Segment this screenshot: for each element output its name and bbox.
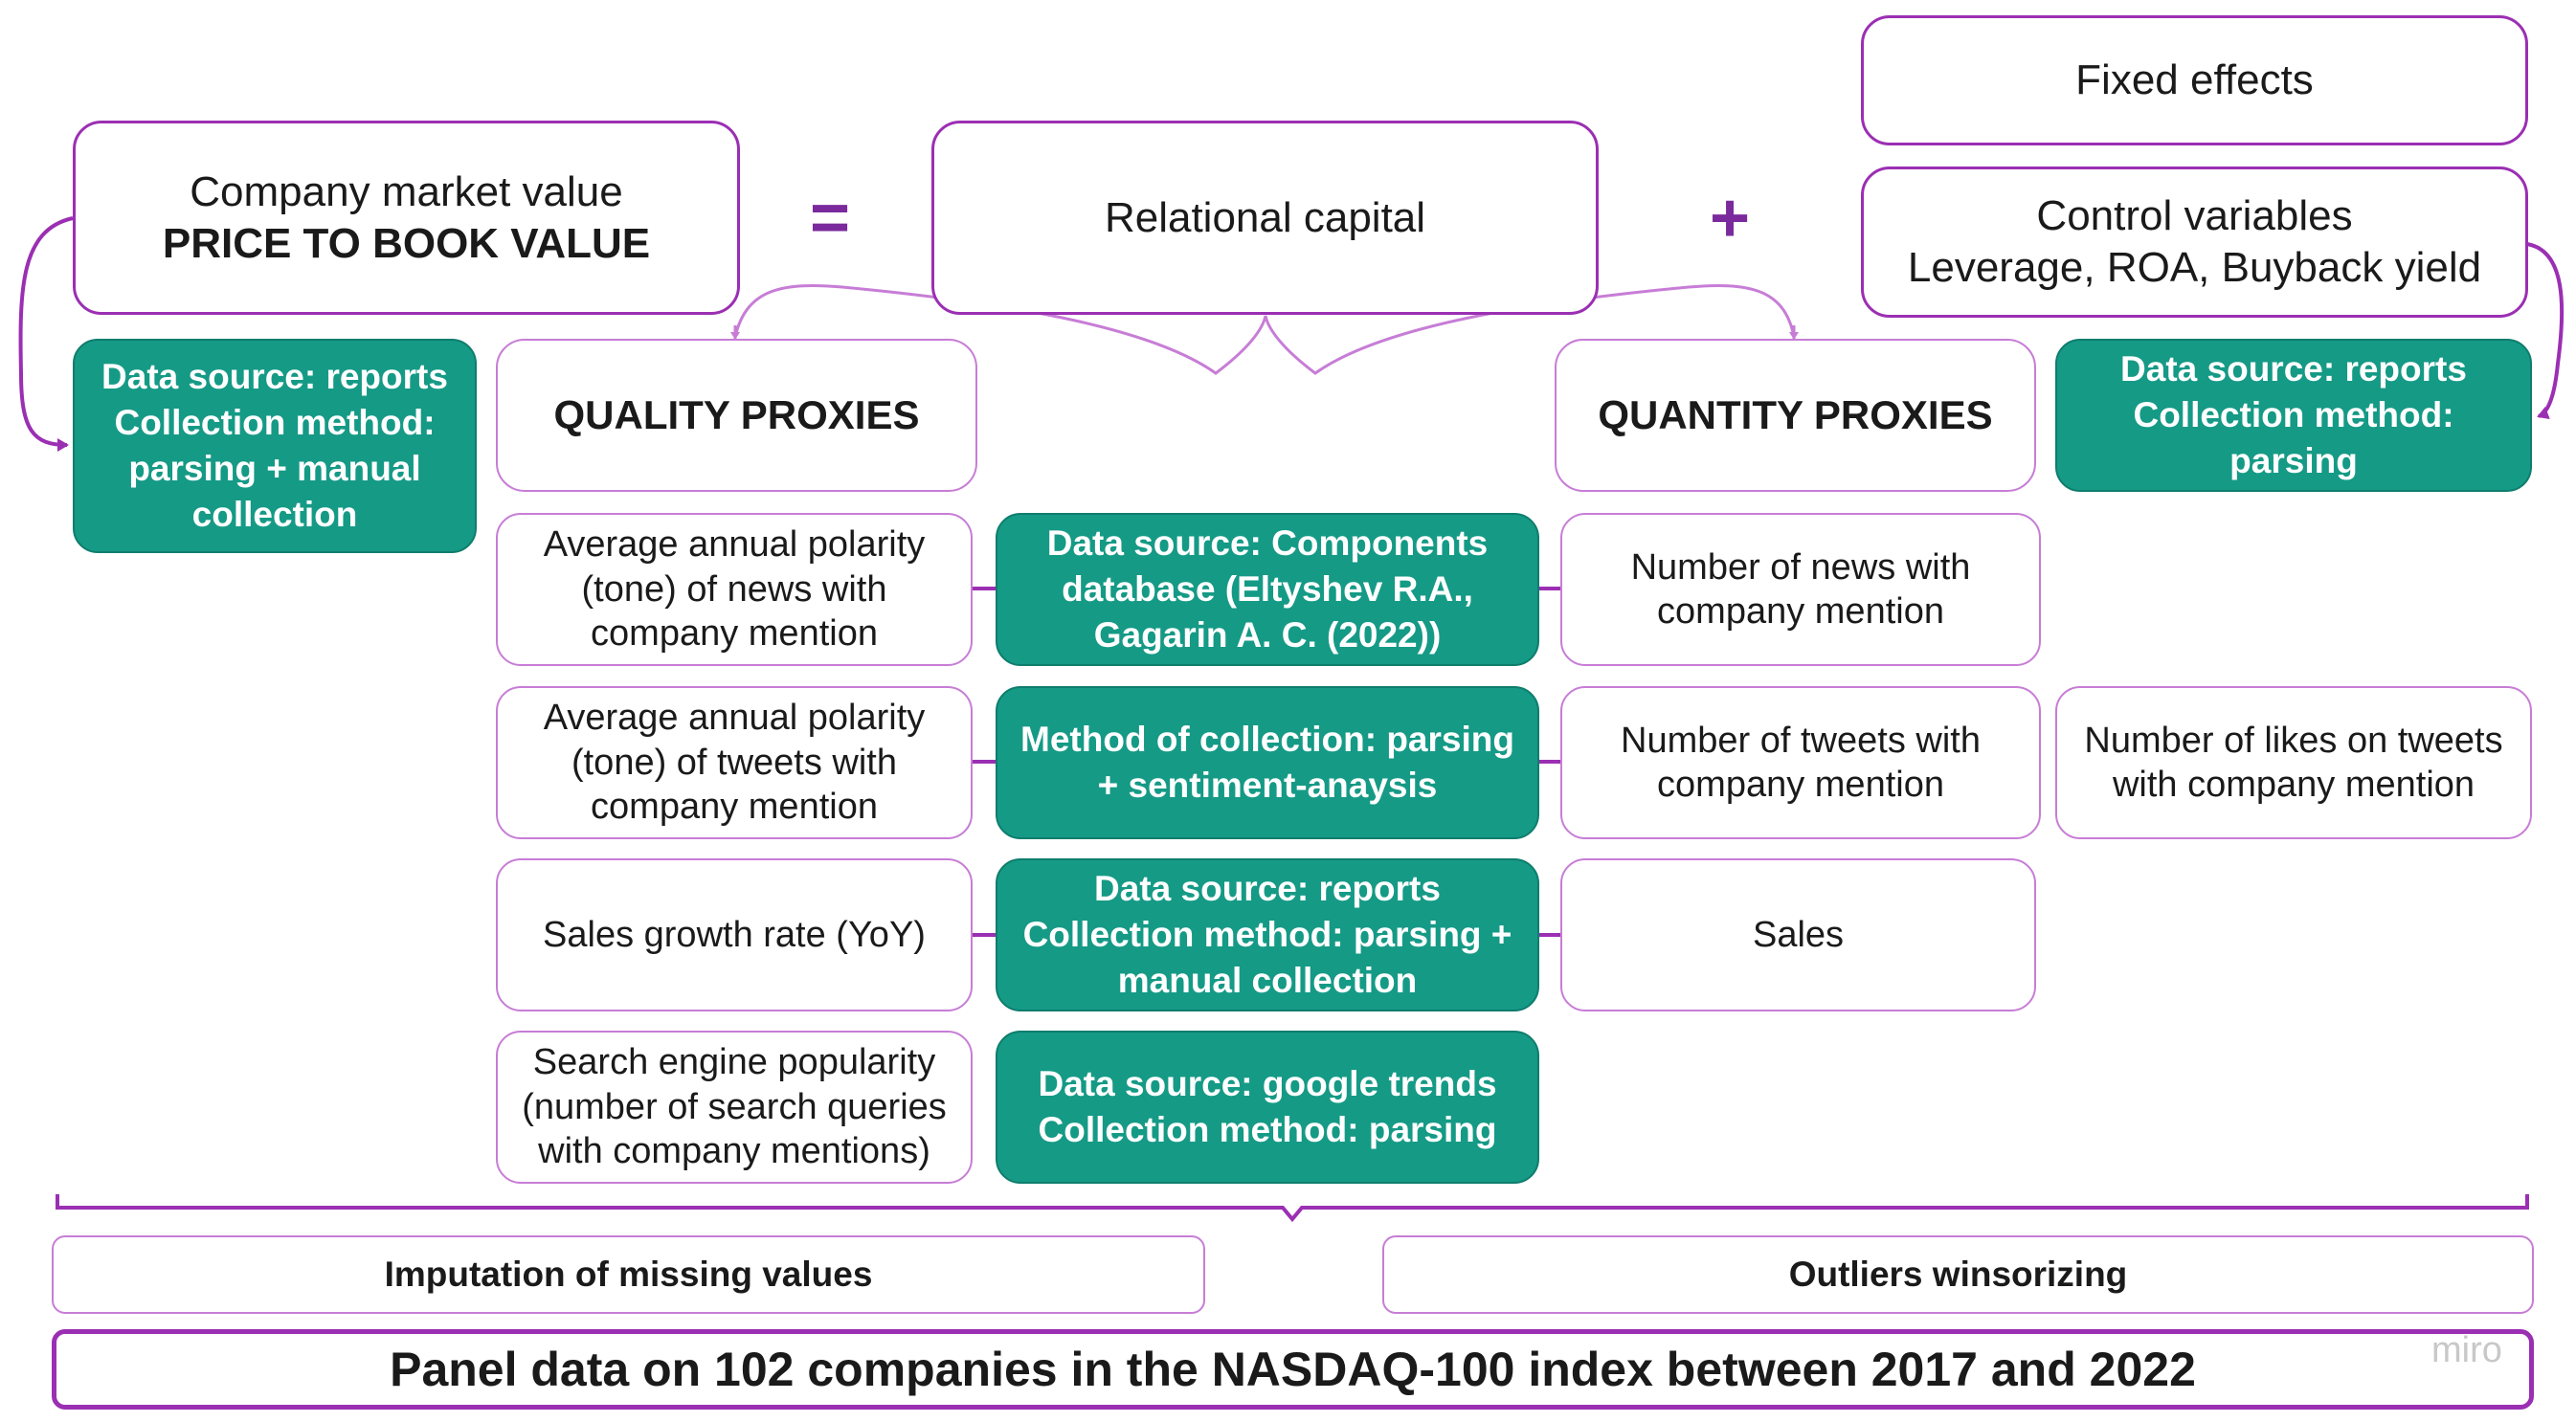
relational-capital-label: Relational capital (1104, 193, 1426, 241)
control-variables-box[interactable]: Control variables Leverage, ROA, Buyback… (1861, 167, 2528, 318)
control-variables-list: Leverage, ROA, Buyback yield (1907, 244, 2482, 291)
panel-data-box: Panel data on 102 companies in the NASDA… (52, 1329, 2534, 1410)
quantity-proxy-tweet-likes: Number of likes on tweets with company m… (2055, 686, 2532, 839)
relational-capital-box[interactable]: Relational capital (931, 121, 1599, 315)
plus-sign: + (1710, 180, 1751, 256)
control-variables-label: Control variables (2036, 192, 2353, 240)
quality-proxy-tweets-polarity: Average annual polarity (tone) of tweets… (496, 686, 973, 839)
quality-proxy-news-polarity: Average annual polarity (tone) of news w… (496, 513, 973, 666)
market-value-source: Data source: reports Collection method: … (73, 339, 477, 553)
quality-proxy-sales-growth: Sales growth rate (YoY) (496, 858, 973, 1011)
control-variables-source: Data source: reports Collection method: … (2055, 339, 2532, 492)
relational-capital-bracket (733, 284, 1796, 375)
market-value-metric: PRICE TO BOOK VALUE (162, 219, 651, 267)
outliers-step: Outliers winsorizing (1382, 1235, 2534, 1314)
market-value-box[interactable]: Company market value PRICE TO BOOK VALUE (73, 121, 740, 315)
equals-sign: = (810, 180, 851, 256)
fixed-effects-box[interactable]: Fixed effects (1861, 15, 2528, 145)
market-value-arrow (18, 216, 74, 452)
control-variables-arrow (2526, 242, 2565, 420)
market-value-label: Company market value (190, 167, 623, 215)
quantity-proxy-news-count: Number of news with company mention (1560, 513, 2041, 666)
source-components-database: Data source: Components database (Eltysh… (996, 513, 1539, 666)
source-reports: Data source: reports Collection method: … (996, 858, 1539, 1011)
bottom-bracket (56, 1194, 2529, 1223)
imputation-step: Imputation of missing values (52, 1235, 1205, 1314)
source-google-trends: Data source: google trends Collection me… (996, 1031, 1539, 1184)
quality-proxy-search-popularity: Search engine popularity (number of sear… (496, 1031, 973, 1184)
fixed-effects-label: Fixed effects (2075, 56, 2314, 104)
quantity-proxy-sales: Sales (1560, 858, 2036, 1011)
quality-proxies-header: QUALITY PROXIES (496, 339, 977, 492)
quantity-proxy-tweets-count: Number of tweets with company mention (1560, 686, 2041, 839)
miro-watermark: miro (2431, 1330, 2502, 1370)
source-sentiment-analysis: Method of collection: parsing + sentimen… (996, 686, 1539, 839)
quantity-proxies-header: QUANTITY PROXIES (1555, 339, 2036, 492)
